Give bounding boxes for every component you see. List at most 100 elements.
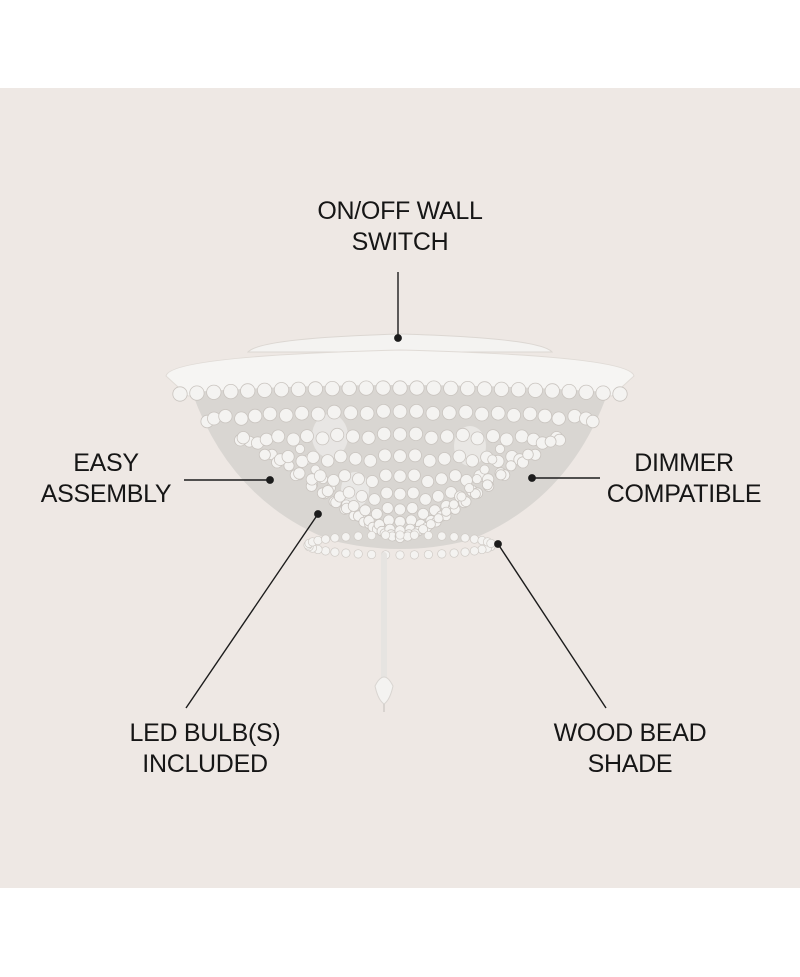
wood-bead: [486, 538, 496, 548]
wood-bead: [352, 472, 365, 486]
wood-bead: [514, 429, 529, 444]
wood-bead: [409, 403, 424, 419]
wood-bead: [256, 382, 273, 398]
wood-bead: [499, 432, 514, 447]
wood-bead: [527, 382, 544, 398]
wood-bead: [294, 405, 310, 421]
wood-bead: [359, 406, 375, 421]
wood-bead: [273, 382, 290, 398]
wood-bead: [395, 530, 405, 540]
wood-bead: [341, 380, 357, 396]
wood-bead: [409, 530, 419, 540]
wood-bead: [361, 430, 376, 445]
wood-bead: [393, 487, 407, 501]
wood-bead: [452, 449, 467, 464]
wood-bead: [365, 475, 379, 488]
wood-bead: [381, 530, 391, 540]
wood-bead: [300, 429, 314, 444]
wood-bead: [510, 382, 527, 398]
wood-bead: [433, 513, 444, 524]
wood-bead: [456, 491, 467, 502]
wood-bead: [481, 479, 493, 491]
wood-bead: [469, 546, 479, 556]
wood-bead: [313, 469, 327, 483]
wood-bead: [330, 547, 340, 557]
pull-chain: [374, 552, 394, 712]
wood-bead: [307, 381, 323, 397]
wood-bead: [595, 385, 611, 401]
callout-led-bulbs-line1: LED BULB(S): [129, 719, 281, 747]
wood-bead: [310, 406, 326, 422]
wood-bead: [544, 383, 560, 399]
wood-bead: [418, 524, 429, 535]
wood-bead: [367, 530, 377, 541]
wood-bead: [334, 449, 348, 464]
wood-bead: [327, 474, 340, 487]
wood-bead: [321, 546, 331, 556]
wood-bead: [172, 386, 188, 402]
wood-bead: [437, 549, 447, 559]
wood-bead: [494, 443, 505, 454]
wood-bead: [353, 549, 363, 559]
wood-bead: [460, 547, 470, 557]
wood-bead: [522, 448, 534, 461]
wood-bead: [363, 454, 378, 468]
wood-bead: [367, 549, 377, 560]
leader-wall-switch: [394, 272, 402, 342]
callout-wood-bead-line2: SHADE: [587, 750, 673, 778]
wood-bead: [345, 429, 360, 444]
wood-bead: [206, 384, 222, 400]
wood-bead: [423, 454, 437, 468]
wood-bead: [435, 472, 448, 486]
wood-bead: [286, 432, 301, 447]
wood-bead: [393, 469, 407, 483]
wood-bead: [290, 381, 307, 397]
wood-bead: [493, 381, 510, 397]
wood-bead: [440, 429, 455, 444]
wood-bead: [406, 486, 420, 500]
wood-bead: [495, 469, 507, 481]
callout-dimmer-line2: COMPATIBLE: [606, 480, 762, 508]
wood-bead: [423, 549, 433, 560]
wood-bead: [449, 532, 459, 542]
callout-led-bulbs-line2: INCLUDED: [142, 750, 268, 778]
wood-bead: [392, 380, 408, 396]
wood-bead: [449, 548, 459, 558]
wood-bead: [393, 449, 407, 463]
wood-bead: [443, 380, 459, 396]
wood-bead: [189, 385, 205, 401]
wood-bead: [561, 383, 577, 400]
wood-bead: [370, 508, 383, 520]
wood-bead: [321, 454, 335, 468]
callout-dimmer-line1: DIMMER: [634, 449, 734, 477]
wood-bead: [262, 406, 278, 422]
wood-bead: [368, 493, 381, 506]
wood-bead: [487, 454, 498, 465]
callout-wall-switch: ON/OFF WALL SWITCH: [300, 196, 500, 258]
wood-bead: [407, 468, 421, 482]
wood-bead: [330, 427, 345, 442]
wood-bead: [375, 380, 391, 396]
wood-bead: [347, 500, 360, 512]
wood-bead: [460, 533, 470, 543]
wood-bead: [259, 432, 274, 447]
wood-bead: [437, 531, 447, 541]
wood-bead: [408, 426, 423, 441]
wood-bead: [341, 532, 351, 542]
callout-easy-assembly-line2: ASSEMBLY: [40, 480, 172, 508]
wood-bead: [474, 406, 490, 422]
wood-bead: [236, 431, 250, 445]
wood-bead: [470, 431, 485, 446]
wood-bead: [271, 429, 286, 444]
wood-bead: [476, 381, 493, 397]
wood-bead: [306, 450, 320, 464]
wood-bead: [490, 405, 506, 421]
shade-interior: [192, 385, 608, 549]
wood-bead: [358, 380, 374, 396]
callout-easy-assembly-line1: EASY: [73, 449, 139, 477]
wood-bead: [343, 405, 359, 421]
wood-bead: [567, 409, 582, 424]
wood-bead: [355, 490, 369, 503]
wood-bead: [486, 429, 500, 444]
wood-bead: [425, 406, 441, 421]
